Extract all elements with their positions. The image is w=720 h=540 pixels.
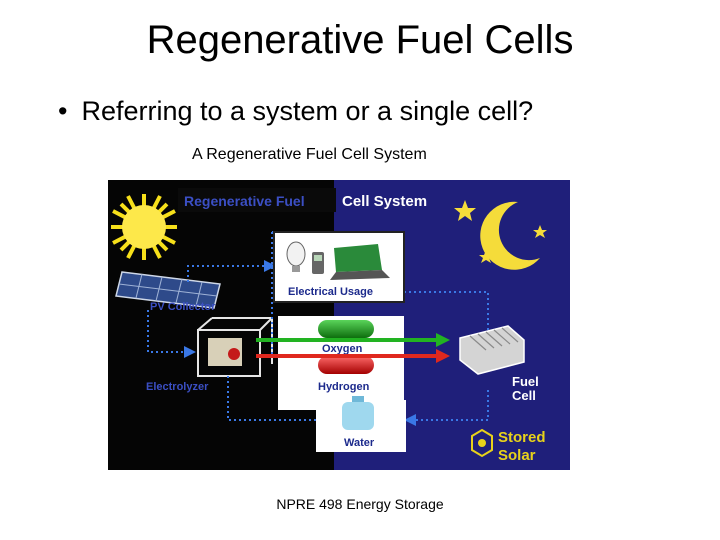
pv-collector-label: PV Collector (150, 301, 216, 313)
hydrogen-label: Hydrogen (318, 381, 370, 393)
hydrogen-arrow (256, 349, 450, 363)
phone-icon (312, 252, 324, 274)
figure-caption: A Regenerative Fuel Cell System (192, 146, 427, 163)
electrical-usage-label: Electrical Usage (288, 286, 373, 298)
water-bottle-icon (342, 396, 374, 430)
flow-pv-to-electrolyzer (147, 310, 196, 358)
fuel-cell-label-line1: Fuel (512, 374, 539, 389)
moon-icon (480, 201, 540, 270)
header-band-left (178, 188, 338, 212)
electrolyzer-label: Electrolyzer (146, 381, 209, 393)
hydrogen-tank-icon (318, 356, 374, 374)
water-label: Water (344, 437, 375, 449)
header-left-text: Regenerative Fuel (184, 193, 305, 209)
header-right-text: Cell System (342, 193, 427, 210)
regenerative-fuel-cell-diagram: Regenerative Fuel Cell System (108, 180, 570, 470)
fuel-cell-icon (459, 325, 525, 375)
bullet-item: • Referring to a system or a single cell? (58, 96, 533, 127)
header-band-right (336, 188, 446, 212)
bullet-dot-icon: • (58, 96, 68, 126)
oxygen-arrow (256, 333, 450, 347)
footer-text: NPRE 498 Energy Storage (276, 496, 444, 512)
flow-fuelcell-to-water (404, 390, 489, 426)
slide-title: Regenerative Fuel Cells (146, 18, 574, 62)
stored-solar-line2: Solar (498, 447, 536, 464)
fuel-cell-label-line2: Cell (512, 388, 536, 403)
oxygen-label: Oxygen (322, 343, 363, 355)
laptop-icon (330, 244, 390, 280)
stored-solar-line1: Stored (498, 429, 546, 446)
flow-pv-to-usage (187, 260, 276, 282)
stored-solar-logo-icon (471, 428, 493, 458)
sun-icon (111, 194, 177, 260)
oxygen-tank-icon (318, 320, 374, 338)
lamp-icon (286, 241, 306, 272)
star-icon (454, 200, 547, 263)
bullet-text: Referring to a system or a single cell? (81, 96, 534, 126)
